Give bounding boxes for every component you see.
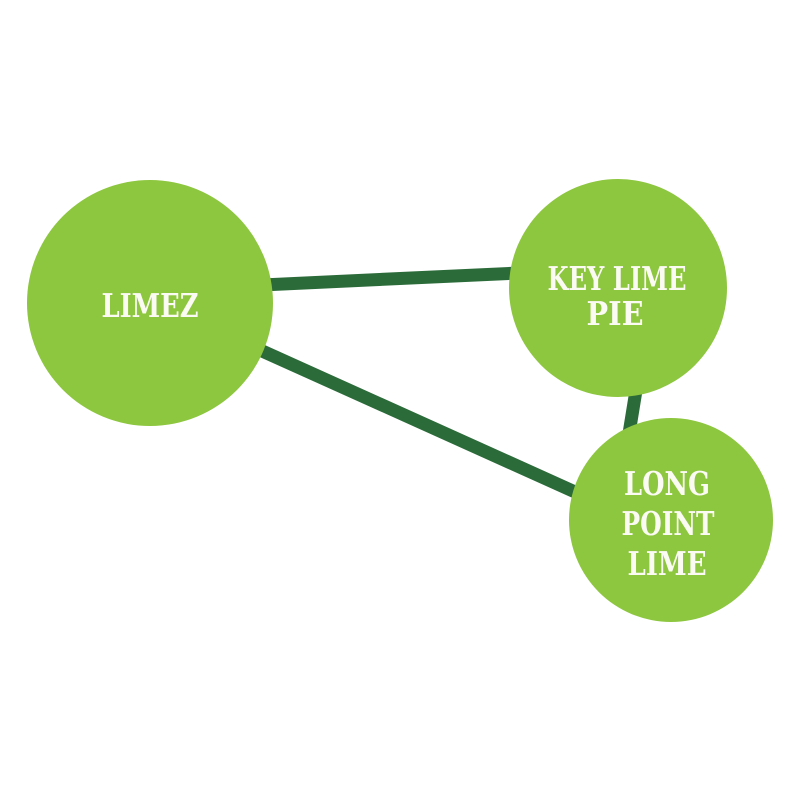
node-long-point-lime[interactable]: LONG POINT LIME <box>569 418 773 622</box>
node-limez[interactable]: LIMEZ <box>27 180 273 426</box>
node-long-point-lime-circle[interactable] <box>569 418 773 622</box>
node-key-lime-pie-circle[interactable] <box>509 179 727 397</box>
node-long-point-lime-label-line-3: LIME <box>628 544 707 583</box>
edge-limez-key-lime-pie <box>239 265 541 293</box>
node-key-lime-pie[interactable]: KEY LIME PIE <box>509 179 727 397</box>
node-long-point-lime-label-line-2: POINT <box>622 504 715 543</box>
node-key-lime-pie-label-line-1: KEY LIME <box>548 259 687 298</box>
node-limez-label: LIMEZ <box>102 286 199 325</box>
node-limez-circle[interactable] <box>27 180 273 426</box>
edge-limez-long-point-lime <box>237 335 598 507</box>
node-long-point-lime-label-line-1: LONG <box>624 464 710 503</box>
node-key-lime-pie-label-line-2: PIE <box>587 294 644 333</box>
